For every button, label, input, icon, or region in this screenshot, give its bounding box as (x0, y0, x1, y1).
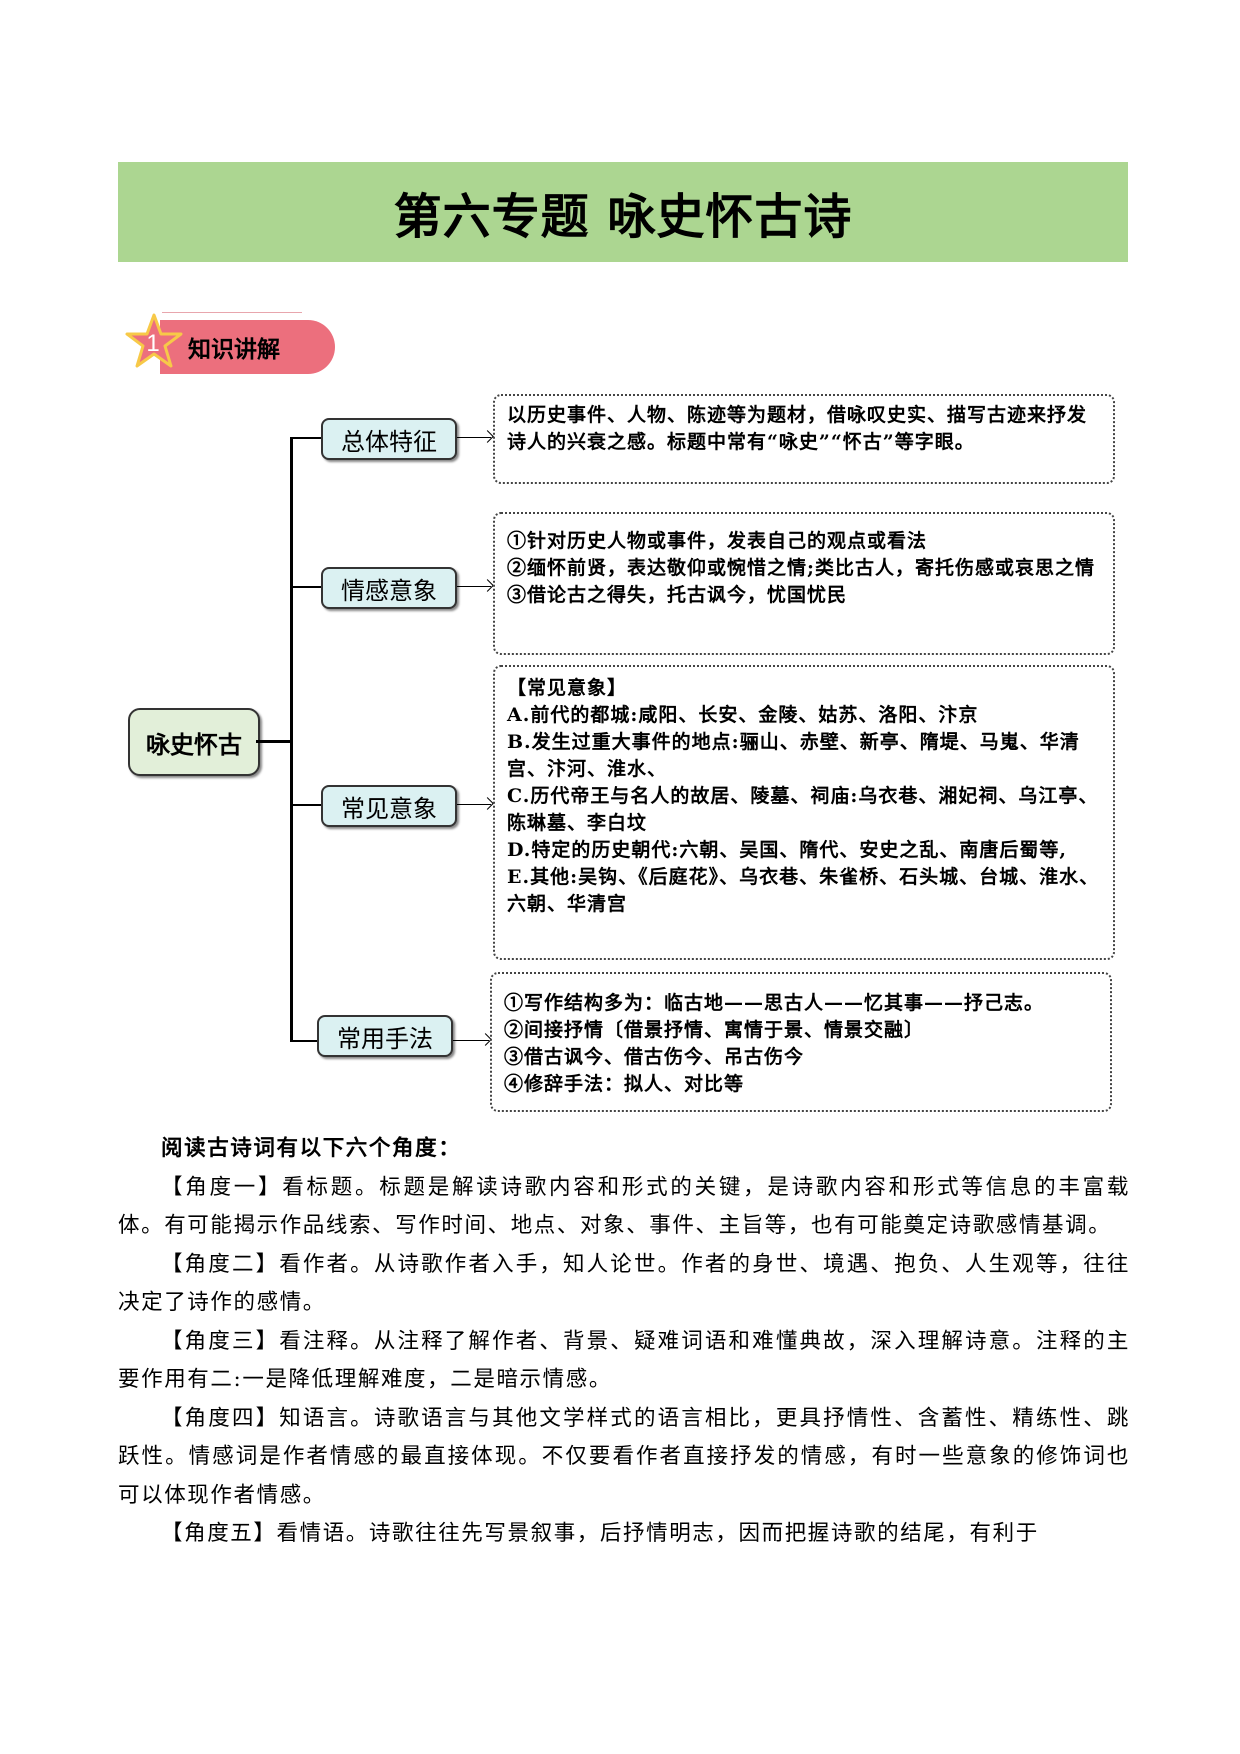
badge-divider (162, 312, 302, 313)
section-badge (160, 320, 335, 374)
arrow-icon (453, 1040, 489, 1041)
paragraph: 【角度三】看注释。从注释了解作者、背景、疑难词语和难懂典故，深入理解诗意。注释的… (118, 1328, 1130, 1393)
detail-common-imagery: 【常见意象】 A.前代的都城:咸阳、长安、金陵、姑苏、洛阳、汴京 B.发生过重大… (493, 665, 1115, 960)
connector (290, 586, 322, 588)
node-common-imagery: 常见意象 (321, 785, 457, 827)
paragraph: 【角度一】看标题。标题是解读诗歌内容和形式的关键，是诗歌内容和形式等信息的丰富载… (118, 1174, 1130, 1239)
connector (256, 740, 291, 743)
node-emotional-imagery: 情感意象 (321, 567, 457, 609)
arrow-icon (457, 437, 491, 438)
section-label: 知识讲解 (188, 337, 280, 363)
node-common-techniques: 常用手法 (317, 1015, 453, 1057)
paragraph: 【角度二】看作者。从诗歌作者入手，知人论世。作者的身世、境遇、抱负、人生观等，往… (118, 1251, 1130, 1316)
body-lead: 阅读古诗词有以下六个角度： (161, 1136, 462, 1161)
detail-emotional-imagery: ①针对历史人物或事件，发表自己的观点或看法 ②缅怀前贤，表达敬仰或惋惜之情;类比… (493, 512, 1115, 655)
paragraph: 【角度五】看情语。诗歌往往先写景叙事，后抒情明志，因而把握诗歌的结尾，有利于 (161, 1521, 1039, 1546)
arrow-icon (457, 804, 491, 805)
arrow-icon (457, 586, 491, 587)
section-number: 1 (146, 330, 160, 357)
star-icon (125, 313, 183, 368)
page-title: 第六专题 咏史怀古诗 (393, 189, 853, 245)
body-text: 阅读古诗词有以下六个角度： 【角度一】看标题。标题是解读诗歌内容和形式的关键，是… (118, 1130, 1130, 1554)
detail-overall-features: 以历史事件、人物、陈迹等为题材，借咏叹史实、描写古迹来抒发诗人的兴衰之感。标题中… (493, 394, 1115, 484)
title-banner: 第六专题 咏史怀古诗 (118, 162, 1128, 262)
connector (290, 804, 322, 806)
node-overall-features: 总体特征 (321, 418, 457, 460)
connector (290, 437, 322, 439)
detail-common-techniques: ①写作结构多为：临古地——思古人——忆其事——抒己志。 ②间接抒情〔借景抒情、寓… (490, 972, 1112, 1112)
paragraph: 【角度四】知语言。诗歌语言与其他文学样式的语言相比，更具抒情性、含蓄性、精练性、… (118, 1405, 1130, 1508)
mindmap-root: 咏史怀古 (128, 708, 260, 776)
connector (290, 437, 293, 1042)
connector (290, 1040, 318, 1042)
